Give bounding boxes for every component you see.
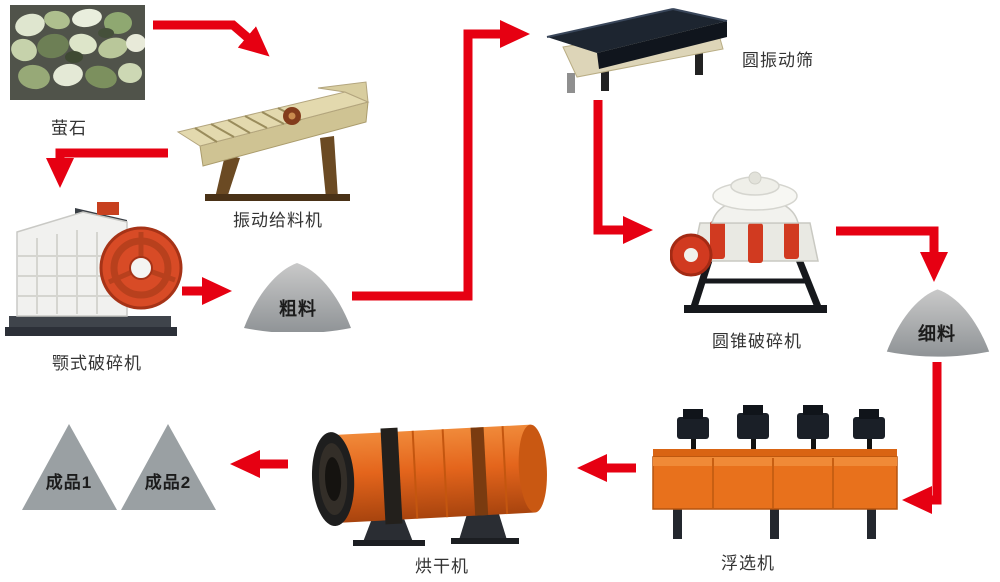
jaw-crusher bbox=[5, 190, 183, 348]
vibrating-feeder-icon bbox=[176, 81, 370, 201]
arrow-fine-to-flotation bbox=[902, 362, 942, 514]
jaw-crusher-label: 颚式破碎机 bbox=[52, 354, 142, 373]
fine-material-label: 细料 bbox=[918, 324, 956, 344]
product2-triangle bbox=[121, 424, 216, 510]
flotation-label: 浮选机 bbox=[721, 554, 775, 573]
coarse-pile-icon bbox=[244, 263, 351, 332]
cone-crusher bbox=[670, 165, 835, 317]
fluorite-label: 萤石 bbox=[51, 119, 87, 138]
fine-pile-icon bbox=[886, 289, 990, 357]
cone-crusher-label: 圆锥破碎机 bbox=[712, 332, 802, 351]
feeder-label: 振动给料机 bbox=[233, 211, 323, 230]
circular-vibrating-screen bbox=[545, 5, 730, 97]
flotation-machine-icon bbox=[652, 405, 898, 539]
product1-triangle bbox=[22, 424, 117, 510]
fluorite-rocks-icon bbox=[10, 5, 145, 100]
product1-pile-icon bbox=[22, 424, 117, 510]
arrow-coarse-to-screen bbox=[352, 20, 530, 301]
coarse-material-label: 粗料 bbox=[279, 299, 317, 319]
rotary-dryer bbox=[295, 390, 565, 552]
flotation-machine bbox=[645, 405, 905, 542]
product2-label: 成品2 bbox=[144, 473, 192, 492]
product2-pile-icon bbox=[121, 424, 216, 510]
screen-label: 圆振动筛 bbox=[742, 51, 814, 70]
dryer-label: 烘干机 bbox=[415, 557, 469, 576]
fine-material-pile bbox=[883, 283, 993, 357]
arrow-screen-to-cone bbox=[593, 100, 653, 244]
cone-crusher-icon bbox=[670, 171, 827, 313]
arrow-fluorite-to-feeder bbox=[153, 20, 270, 57]
coarse-material-pile bbox=[240, 258, 355, 332]
jaw-crusher-icon bbox=[5, 202, 183, 336]
dryer-icon bbox=[311, 424, 547, 546]
fluorite-ore-image bbox=[10, 5, 145, 100]
vibrating-screen-icon bbox=[546, 8, 728, 93]
vibrating-feeder bbox=[170, 80, 375, 205]
arrow-cone-to-fine bbox=[836, 226, 948, 282]
product1-label: 成品1 bbox=[45, 473, 93, 492]
arrow-feeder-to-jaw bbox=[46, 148, 168, 188]
